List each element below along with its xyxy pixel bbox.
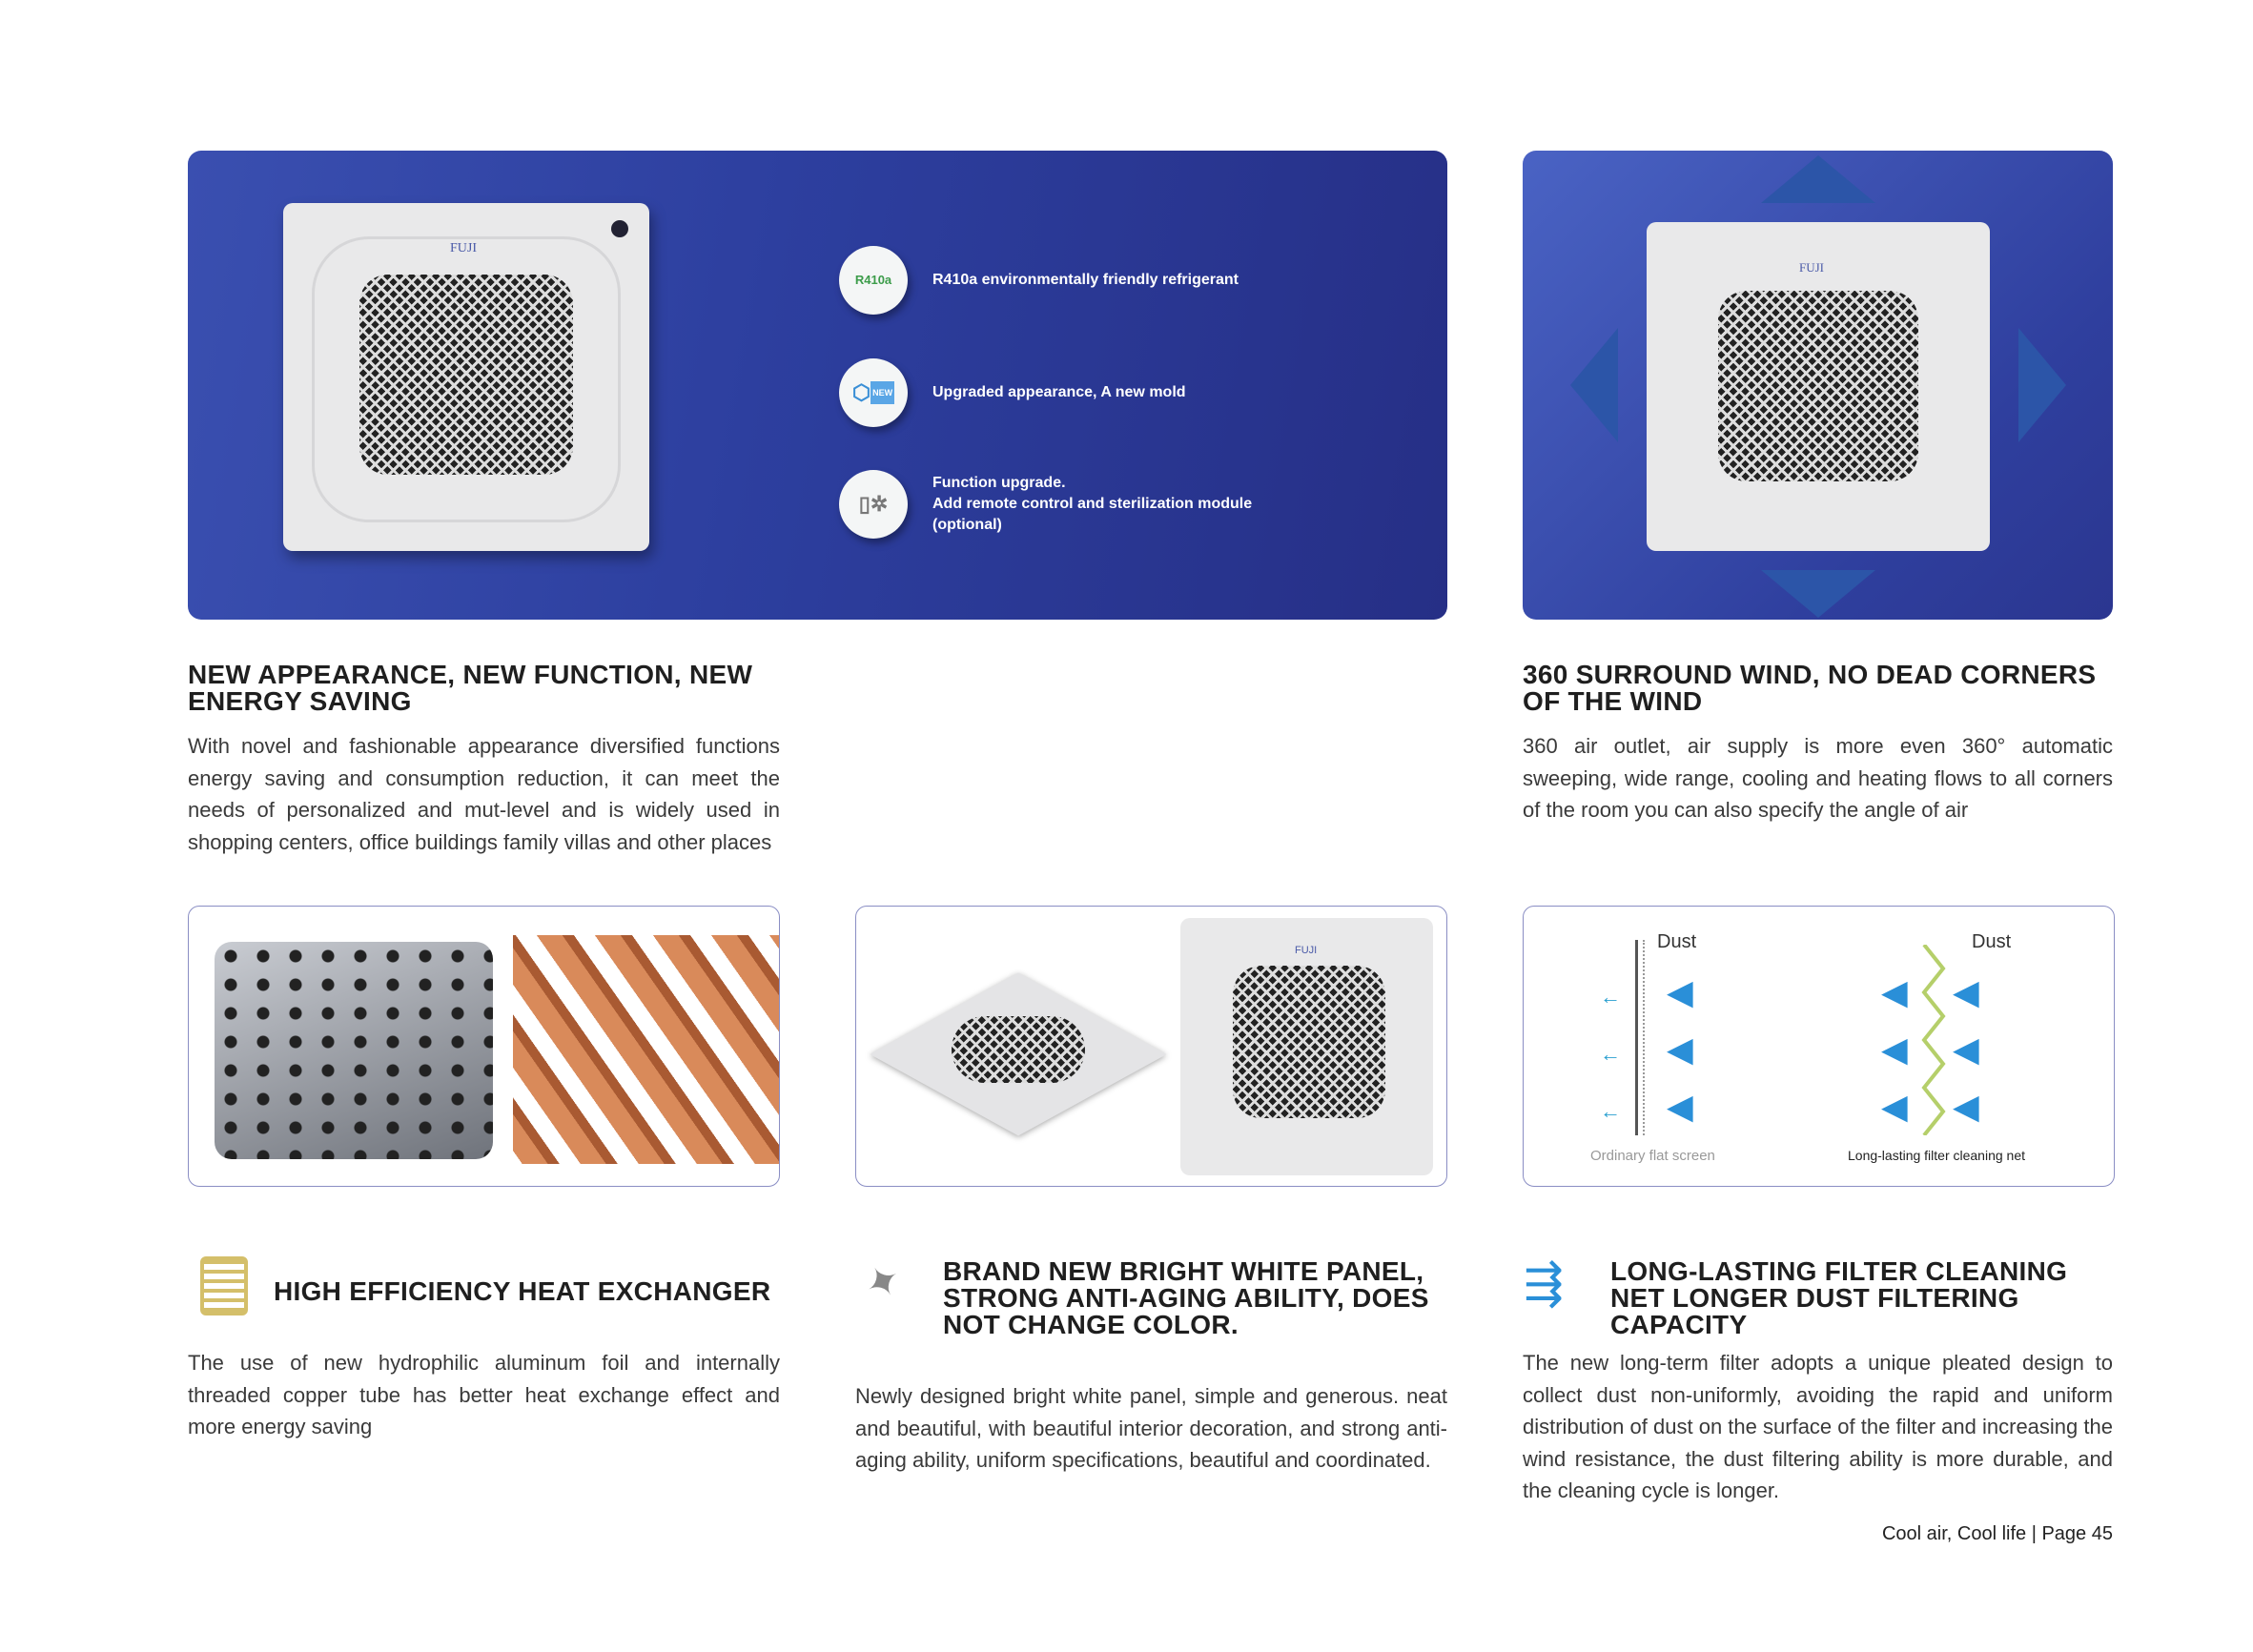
section-title: HIGH EFFICIENCY HEAT EXCHANGER: [274, 1276, 771, 1306]
feature-function: ▯✲ Function upgrade. Add remote control a…: [839, 470, 1252, 539]
dust-label: Dust: [1972, 931, 2012, 952]
white-panel-image: FUJI: [855, 906, 1447, 1187]
ac-unit-image: FUJI: [1647, 222, 1990, 551]
feature-text: R410a environmentally friendly refrigera…: [932, 272, 1239, 288]
airflow-arrows: ◀◀◀: [1667, 972, 1693, 1126]
brand-logo: FUJI: [1295, 945, 1318, 956]
arrow-down-icon: [1761, 570, 1875, 618]
dust-label: Dust: [1657, 931, 1697, 952]
section-body: The new long-term filter adopts a unique…: [1523, 1351, 2113, 1502]
section-title: LONG-LASTING FILTER CLEANING NET LONGER …: [1610, 1256, 2068, 1339]
feature-line: Function upgrade.: [932, 475, 1066, 491]
phone-sterilization-icon: ▯✲: [839, 470, 908, 539]
new-cube-icon: ⬡NEW: [839, 358, 908, 427]
airflow-arrows: ◀◀◀: [1881, 972, 1908, 1126]
feature-line: Add remote control and sterilization mod…: [932, 496, 1253, 512]
grille: [359, 275, 573, 475]
section-body: The use of new hydrophilic aluminum foil…: [188, 1351, 780, 1438]
aluminum-foil-image: [215, 942, 493, 1159]
section-body: 360 air outlet, air supply is more even …: [1523, 734, 2113, 822]
feature-text: Upgraded appearance, A new mold: [932, 384, 1186, 400]
section-title: NEW APPEARANCE, NEW FUNCTION, NEW ENERGY…: [188, 660, 753, 716]
magic-wand-icon: ✦: [856, 1254, 911, 1312]
section-title: 360 SURROUND WIND, NO DEAD CORNERS OF TH…: [1523, 660, 2097, 716]
sensor-icon: [611, 220, 628, 237]
feature-line: (optional): [932, 517, 1002, 533]
pleated-filter-icon: [1921, 945, 1946, 1135]
arrow-right-icon: [2018, 328, 2066, 442]
page-label: Page: [2041, 1523, 2087, 1544]
caption: Ordinary flat screen: [1590, 1148, 1715, 1164]
brand-logo: FUJI: [450, 241, 478, 255]
page-number: 45: [2091, 1523, 2113, 1544]
wind-banner: FUJI: [1523, 151, 2113, 620]
section-title: BRAND NEW BRIGHT WHITE PANEL, STRONG ANT…: [943, 1256, 1429, 1339]
airflow-arrows: ←←←: [1600, 985, 1621, 1123]
heat-exchanger-image: [188, 906, 780, 1187]
feature-refrigerant: R410a R410a environmentally friendly ref…: [839, 246, 1239, 315]
footer: Cool air, Cool life | Page 45: [1882, 1523, 2113, 1545]
feature-appearance: ⬡NEW Upgraded appearance, A new mold: [839, 358, 1186, 427]
hero-banner: FUJI R410a R410a environmentally friendl…: [188, 151, 1447, 620]
arrow-left-icon: [1570, 328, 1618, 442]
copper-tube-image: [513, 935, 779, 1164]
airflow-arrows: ◀◀◀: [1953, 972, 1979, 1126]
r410a-leaf-icon: R410a: [839, 246, 908, 315]
panel-front: FUJI: [1180, 918, 1433, 1175]
footer-tagline: Cool air, Cool life |: [1881, 1523, 2037, 1544]
caption: Long-lasting filter cleaning net: [1848, 1148, 2026, 1163]
filter-icon: ⇶: [1524, 1256, 1564, 1310]
brand-logo: FUJI: [1799, 260, 1825, 275]
grille: [1718, 291, 1918, 481]
section-body: With novel and fashionable appearance di…: [188, 734, 780, 854]
heat-exchanger-icon: [200, 1256, 248, 1315]
arrow-up-icon: [1761, 155, 1875, 203]
filter-diagram: Dust Dust ←←← ◀◀◀ ◀◀◀ ◀◀◀ Ordinary flat …: [1523, 906, 2115, 1187]
section-body: Newly designed bright white panel, simpl…: [855, 1384, 1447, 1472]
ac-unit-image: FUJI: [283, 203, 649, 551]
